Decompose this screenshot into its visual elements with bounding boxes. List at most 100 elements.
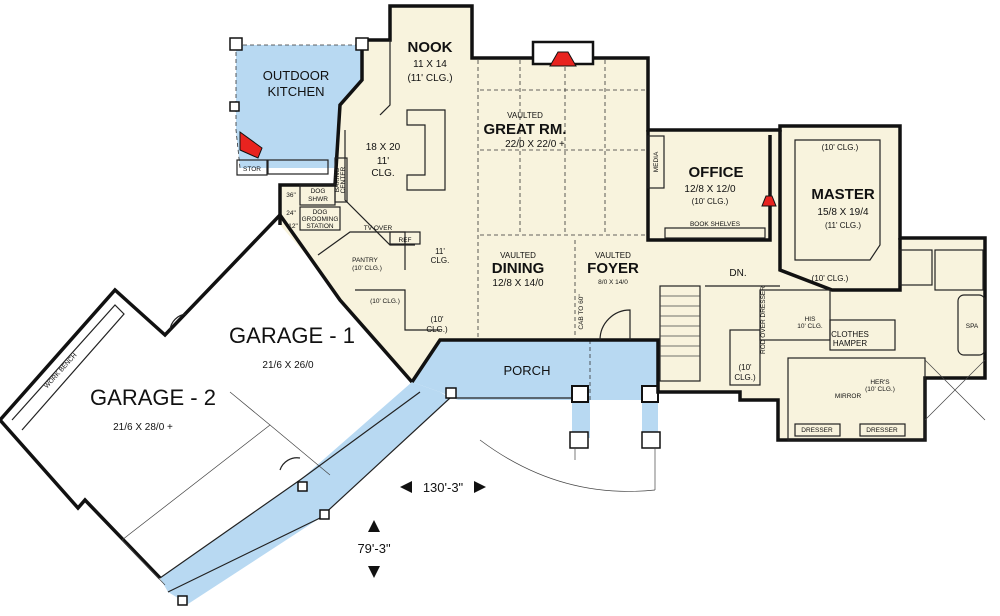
tv-over-label: TV OVER [364, 225, 393, 232]
toilet-room [899, 249, 933, 286]
garage-walkway-area [160, 382, 450, 604]
cab-label: CAB TO 60" [578, 294, 585, 330]
clothes-hamper [829, 319, 896, 351]
pantry-title: PANTRY [352, 257, 378, 264]
outdoor-kitchen-wall [278, 40, 364, 225]
hall-clg-1: 11' [435, 247, 445, 256]
overall-width-dim: 130'-3" [423, 480, 464, 495]
depth-arrow-up [368, 520, 380, 532]
stor-room [236, 159, 268, 176]
closet-clg-2: CLG.) [426, 325, 448, 334]
porch-column-2 [641, 385, 659, 403]
dresser-1-label: DRESSER [801, 427, 833, 434]
main-house-interior [280, 6, 985, 440]
laundry-closet [729, 329, 761, 386]
kitchen-wall-left [344, 130, 415, 246]
dn-label: DN. [729, 268, 746, 279]
mud-clg: (10' CLG.) [370, 298, 400, 305]
mud-wall [355, 289, 440, 331]
foyer-vaulted: VAULTED [595, 251, 631, 260]
dog-grooming-station [299, 206, 341, 231]
porch-post-2 [297, 481, 308, 492]
garage-side-door [279, 457, 301, 471]
foyer-size: 8/0 X 14/0 [598, 279, 628, 286]
garage-2-size: 21/6 X 28/0 + [113, 422, 173, 433]
dining-size: 12/8 X 14/0 [492, 278, 544, 289]
dining-title: DINING [492, 260, 545, 277]
pantry-clg: (10' CLG.) [352, 265, 382, 272]
office-fireplace-icon [761, 195, 777, 207]
work-bench-outline [11, 304, 125, 431]
great-room-fire-icon [549, 51, 577, 67]
garage-door-swing [169, 313, 187, 331]
master-shower [934, 249, 984, 291]
master-size: 15/8 X 19/4 [817, 207, 869, 218]
kitchen-size: 18 X 20 [366, 142, 401, 153]
depth-arrow-down [368, 566, 380, 578]
porch-column-1 [571, 385, 589, 403]
baking-center [334, 157, 348, 203]
center-label: CENTER [340, 166, 347, 193]
porch-arc [479, 439, 656, 492]
laundry-clg-2: CLG.) [734, 373, 756, 382]
book-shelves-label: BOOK SHELVES [690, 221, 741, 228]
ref-label: REF [399, 237, 412, 244]
pantry-wall [317, 231, 406, 270]
media-cabinet [647, 135, 665, 189]
closet-clg-1: (10' [430, 315, 444, 324]
kitchen-island [406, 109, 446, 191]
hall-clg-2: CLG. [431, 256, 450, 265]
his-title: HIS [805, 316, 817, 323]
baking-label: BAKING [334, 168, 341, 193]
outdoor-kitchen-label-2: KITCHEN [267, 84, 324, 99]
clothes-label: CLOTHES [831, 330, 869, 339]
great-room-size: 22/0 X 22/0 + [505, 139, 565, 150]
overall-depth-dim: 79'-3" [357, 541, 391, 556]
outdoor-post-3 [229, 101, 240, 112]
porch-post-1 [445, 387, 457, 399]
office-bookshelves [664, 227, 766, 239]
porch-area [412, 340, 658, 438]
his-clg: 10' CLG. [797, 323, 823, 330]
nook-title: NOOK [408, 39, 453, 56]
nook-size: 11 X 14 [413, 59, 447, 70]
rod-over-dresser-label: ROD OVER DRESSER [760, 286, 767, 354]
house-exterior-wall [362, 4, 987, 442]
dim-12-label: 12" [288, 223, 298, 230]
shower-diagonal-2 [924, 359, 986, 421]
dim-36-label: 36" [286, 192, 296, 199]
dog-groom-label-3: STATION [306, 223, 334, 230]
nook-wall [379, 40, 391, 116]
garage-2-title: GARAGE - 2 [90, 385, 216, 410]
mirror-label: MIRROR [835, 393, 862, 400]
nook-clg: (11' CLG.) [407, 73, 452, 84]
master-clg: (11' CLG.) [825, 221, 861, 230]
kitchen-clg-2: CLG. [371, 168, 394, 179]
stair [659, 285, 701, 382]
kitchen-clg-1: 11' [377, 156, 389, 167]
hers-title: HER'S [870, 379, 890, 386]
foyer-title: FOYER [587, 260, 639, 277]
walkway-inner-edge [159, 391, 421, 579]
his-closet [759, 289, 831, 341]
dresser-2-label: DRESSER [866, 427, 898, 434]
garage-bay-divider [121, 391, 271, 541]
fridge [389, 231, 421, 245]
dog-groom-label-2: GROOMING [302, 216, 339, 223]
laundry-clg-1: (10' [738, 363, 752, 372]
outdoor-post-2 [355, 37, 369, 51]
front-door-swing [599, 309, 631, 341]
great-room-vaulted: VAULTED [507, 111, 543, 120]
porch-column-3 [569, 431, 589, 449]
outdoor-fireplace-icon [239, 131, 263, 159]
bath-clg: (10' CLG.) [812, 274, 849, 283]
outdoor-post-1 [229, 37, 243, 51]
dog-shower-label-1: DOG [311, 188, 326, 195]
dog-groom-label-1: DOG [313, 209, 328, 216]
porch-post-4 [177, 595, 188, 606]
dresser-2 [859, 423, 906, 437]
porch-post-3 [319, 509, 330, 520]
width-arrow-left [400, 481, 412, 493]
porch-column-4 [641, 431, 661, 449]
outdoor-kitchen-label-1: OUTDOOR [263, 68, 329, 83]
